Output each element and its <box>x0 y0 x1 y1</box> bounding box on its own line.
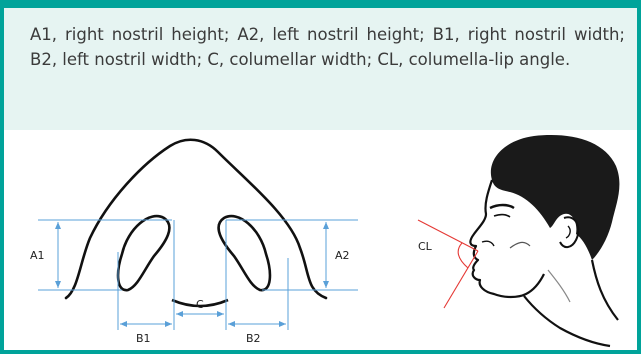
ear <box>559 216 580 248</box>
profile-head-diagram: CL <box>417 135 620 348</box>
right-nostril-outline <box>116 214 171 292</box>
label-cl: CL <box>418 240 433 253</box>
label-a2: A2 <box>335 249 350 262</box>
neck-back <box>590 259 619 321</box>
left-nostril-outline <box>217 214 272 292</box>
ear-inner <box>565 225 571 239</box>
figure-caption: A1, right nostril height; A2, left nostr… <box>30 25 625 69</box>
eyebrow <box>489 203 515 210</box>
label-a1: A1 <box>30 249 45 262</box>
columella-lip-angle <box>417 219 479 309</box>
jaw-shadow <box>547 269 571 303</box>
label-b2: B2 <box>246 332 261 345</box>
cheek-line <box>509 241 531 249</box>
label-c: C <box>196 298 204 311</box>
hair <box>490 135 620 260</box>
face-profile <box>469 179 545 299</box>
nostril-line <box>481 240 495 247</box>
neck-front <box>523 295 611 348</box>
nose-base-diagram: A1 A2 B1 C B2 <box>30 138 358 345</box>
dimension-lines <box>38 219 358 330</box>
label-b1: B1 <box>136 332 151 345</box>
figure-area: A1 A2 B1 C B2 <box>4 130 637 350</box>
dimension-arrowheads <box>55 222 329 327</box>
figure-svg: A1 A2 B1 C B2 <box>30 135 620 348</box>
eye <box>493 213 511 218</box>
nose-outline <box>64 138 328 300</box>
caption-box: A1, right nostril height; A2, left nostr… <box>4 8 637 130</box>
columella-base <box>171 298 229 308</box>
